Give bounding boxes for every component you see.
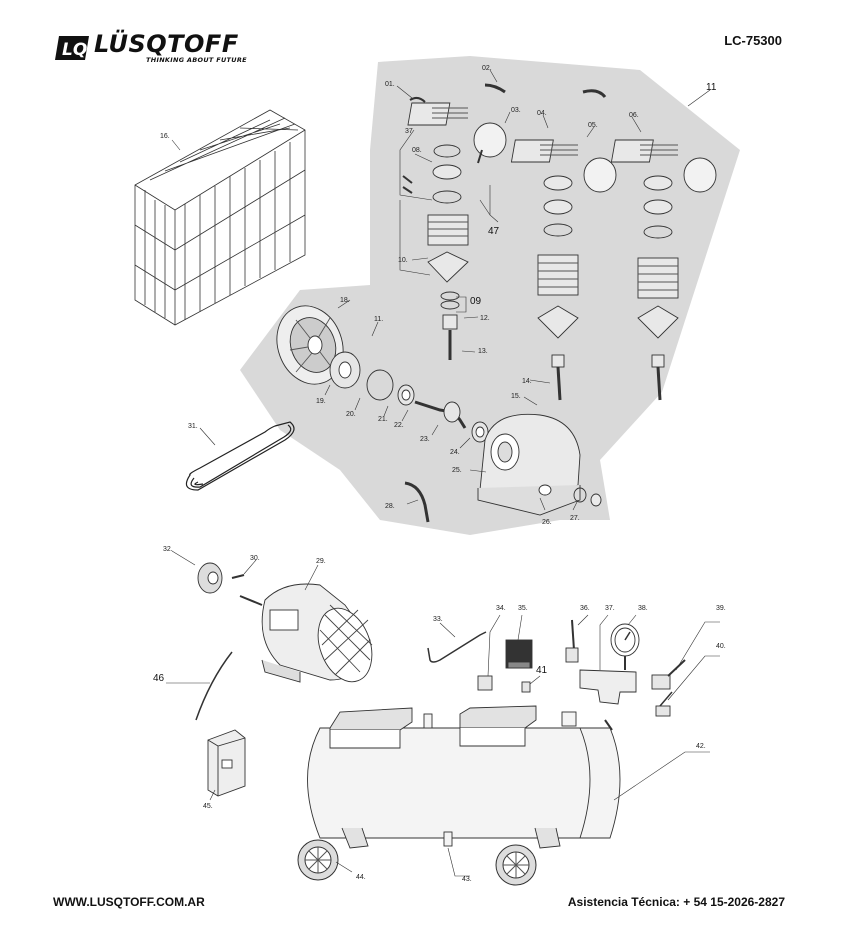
label-11-small: 11.: [374, 316, 383, 323]
label-14: 14.: [522, 378, 532, 385]
brand-mark-text: LQ: [62, 40, 87, 60]
label-01: 01.: [385, 81, 395, 88]
label-23: 23.: [420, 436, 430, 443]
unloader-tube: [427, 631, 487, 663]
label-47: 47: [488, 226, 500, 237]
label-19: 19.: [316, 398, 326, 405]
label-37-top: 37: [405, 128, 413, 135]
label-26: 26.: [542, 519, 552, 526]
brand-tagline: THINKING ABOUT FUTURE: [146, 56, 247, 64]
label-28: 28.: [385, 503, 395, 510]
label-36: 36.: [580, 605, 590, 612]
label-37: 37.: [605, 605, 615, 612]
label-04: 04.: [537, 110, 547, 117]
label-44: 44.: [356, 874, 366, 881]
label-40: 40.: [716, 643, 726, 650]
label-24: 24.: [450, 449, 460, 456]
pressure-switch-group: [477, 619, 579, 693]
pressure-gauge: [610, 623, 640, 670]
cylinder-stack-left: [402, 83, 507, 360]
wire-cage-guard: [134, 109, 306, 326]
flywheel: [276, 305, 344, 385]
outlet-hose: [404, 481, 430, 523]
air-tank: [307, 705, 621, 849]
label-34: 34.: [496, 605, 506, 612]
footer-website[interactable]: WWW.LUSQTOFF.COM.AR: [53, 895, 205, 909]
label-29: 29.: [316, 558, 326, 565]
model-number: LC-75300: [724, 33, 782, 48]
label-03: 03.: [511, 107, 521, 114]
label-22: 22.: [394, 422, 404, 429]
crank-assembly: [329, 351, 489, 443]
electric-motor: [239, 583, 373, 683]
label-09: 09: [470, 296, 482, 307]
brand-name: LÜSQTOFF: [94, 30, 239, 58]
label-32: 32.: [163, 546, 173, 553]
crankcase: [477, 413, 602, 516]
label-15: 15.: [511, 393, 521, 400]
air-manifold: [579, 669, 637, 705]
label-05: 05.: [588, 122, 598, 129]
label-13: 13.: [478, 348, 488, 355]
label-18: 18.: [340, 297, 350, 304]
label-21: 21.: [378, 416, 388, 423]
label-46: 46: [153, 673, 165, 684]
label-31: 31.: [188, 423, 198, 430]
label-30: 30.: [250, 555, 260, 562]
label-12: 12.: [480, 315, 490, 322]
leader-lines: [166, 69, 720, 877]
label-38: 38.: [638, 605, 648, 612]
label-06: 06.: [629, 112, 639, 119]
brand-logo-mark: LQ: [55, 36, 89, 60]
label-25: 25.: [452, 467, 462, 474]
label-39: 39.: [716, 605, 726, 612]
ball-valves: [651, 659, 686, 717]
label-41: 41: [536, 665, 548, 676]
label-42: 42.: [696, 743, 706, 750]
motor-pulley: [197, 562, 245, 594]
footer-support-phone: Asistencia Técnica: + 54 15-2026-2827: [567, 895, 785, 909]
label-35: 35.: [518, 605, 528, 612]
tank-wheels: [297, 839, 537, 886]
label-08: 08.: [412, 147, 422, 154]
label-20: 20.: [346, 411, 356, 418]
switch-box: [207, 729, 246, 797]
label-10: 10.: [398, 257, 408, 264]
label-43: 43.: [462, 876, 472, 883]
power-cord: [195, 651, 233, 721]
drive-belt: [185, 421, 295, 491]
label-02: 02.: [482, 65, 492, 72]
label-27: 27.: [570, 515, 580, 522]
label-33: 33.: [433, 616, 443, 623]
label-45: 45.: [203, 803, 213, 810]
cylinder-stack-right: [610, 139, 717, 401]
label-11-main: 11: [706, 82, 717, 93]
cylinder-stack-middle: [510, 89, 617, 401]
label-16: 16.: [160, 133, 170, 140]
